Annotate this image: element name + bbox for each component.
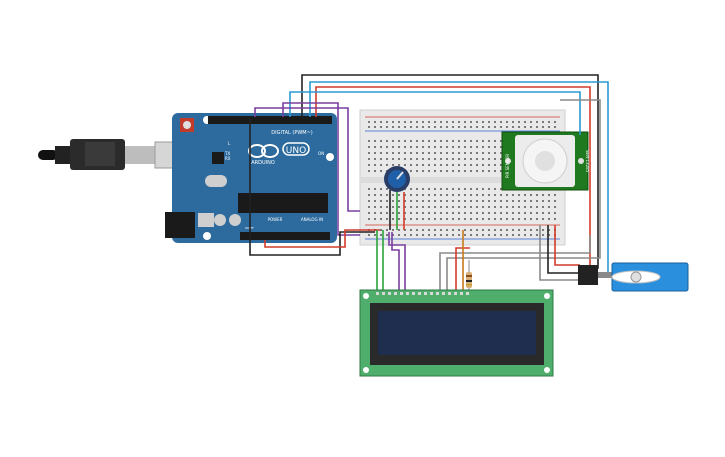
usb-cable-icon [38, 139, 196, 170]
arduino-logo-icon [248, 144, 279, 158]
pir-right-label: SEN-13285 [585, 150, 590, 173]
arduino-board[interactable]: UNO ARDUINO DIGITAL (PWM~) POWER ANALOG … [165, 113, 337, 243]
board-name: UNO [286, 146, 306, 156]
on-label: ON [318, 151, 324, 156]
analog-label: ANALOG IN [301, 217, 323, 222]
potentiometer-icon[interactable] [384, 166, 410, 192]
resistor-icon[interactable] [466, 260, 472, 292]
pir-left-label: PIR SENSOR [505, 154, 510, 178]
pir-sensor[interactable]: PIR SENSOR SEN-13285 [501, 131, 590, 191]
lcd-pins [376, 292, 469, 295]
digital-header-label: DIGITAL (PWM~) [271, 130, 313, 136]
servo-motor-icon[interactable] [578, 262, 689, 292]
tx-label: TX [224, 151, 230, 156]
rx-label: RX [225, 156, 231, 161]
l-label: L [228, 141, 231, 146]
power-label: POWER [268, 217, 283, 222]
pir-dome-icon [515, 135, 575, 187]
brand-label: ARDUINO [251, 160, 275, 166]
lcd-display[interactable] [359, 289, 554, 377]
